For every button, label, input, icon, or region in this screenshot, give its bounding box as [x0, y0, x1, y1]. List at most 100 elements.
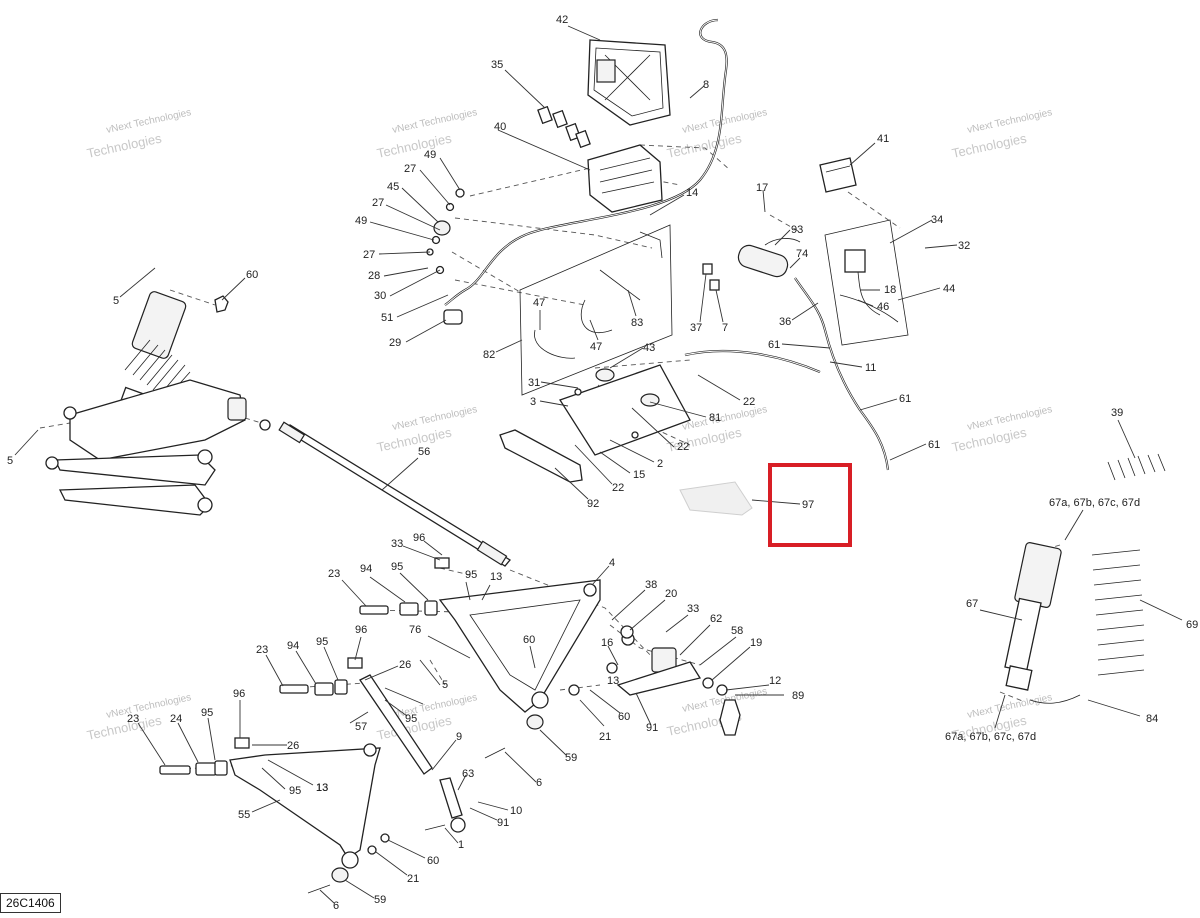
label-27-b[interactable]: 27 [372, 197, 384, 209]
label-83[interactable]: 83 [631, 317, 643, 329]
label-82[interactable]: 82 [483, 349, 495, 361]
label-59-b[interactable]: 59 [374, 894, 386, 906]
label-76[interactable]: 76 [409, 624, 421, 636]
label-23-b[interactable]: 23 [256, 644, 268, 656]
label-67[interactable]: 67 [966, 598, 978, 610]
label-23-c[interactable]: 23 [127, 713, 139, 725]
label-67abcd-top[interactable]: 67a, 67b, 67c, 67d [1049, 497, 1140, 509]
label-12[interactable]: 12 [769, 675, 781, 687]
label-58[interactable]: 58 [731, 625, 743, 637]
label-2[interactable]: 2 [657, 458, 663, 470]
label-24[interactable]: 24 [170, 713, 182, 725]
label-60-d[interactable]: 60 [427, 855, 439, 867]
label-95-b[interactable]: 95 [465, 569, 477, 581]
label-13-c[interactable]: 13 [316, 782, 328, 794]
label-92[interactable]: 92 [587, 498, 599, 510]
label-40[interactable]: 40 [494, 121, 506, 133]
label-60-c[interactable]: 60 [618, 711, 630, 723]
label-56[interactable]: 56 [418, 446, 430, 458]
label-3[interactable]: 3 [530, 396, 536, 408]
label-27-c[interactable]: 27 [363, 249, 375, 261]
highlight-box[interactable] [768, 463, 852, 547]
label-13-d[interactable]: 13 [316, 782, 328, 794]
label-81[interactable]: 81 [709, 412, 721, 424]
label-26-a[interactable]: 26 [399, 659, 411, 671]
label-89[interactable]: 89 [792, 690, 804, 702]
label-9[interactable]: 9 [456, 731, 462, 743]
label-95-d[interactable]: 95 [405, 713, 417, 725]
label-4[interactable]: 4 [609, 557, 615, 569]
label-61-a[interactable]: 61 [768, 339, 780, 351]
label-16[interactable]: 16 [601, 637, 613, 649]
label-69[interactable]: 69 [1186, 619, 1198, 631]
label-5-a[interactable]: 5 [113, 295, 119, 307]
label-17[interactable]: 17 [756, 182, 768, 194]
label-43[interactable]: 43 [643, 342, 655, 354]
label-37[interactable]: 37 [690, 322, 702, 334]
label-97[interactable]: 97 [802, 499, 814, 511]
label-21-a[interactable]: 21 [599, 731, 611, 743]
label-46[interactable]: 46 [877, 301, 889, 313]
label-91-a[interactable]: 91 [646, 722, 658, 734]
label-39[interactable]: 39 [1111, 407, 1123, 419]
label-13-b[interactable]: 13 [607, 675, 619, 687]
label-57[interactable]: 57 [355, 721, 367, 733]
label-96-a[interactable]: 96 [413, 532, 425, 544]
label-1[interactable]: 1 [458, 839, 464, 851]
label-62[interactable]: 62 [710, 613, 722, 625]
label-38[interactable]: 38 [645, 579, 657, 591]
label-32[interactable]: 32 [958, 240, 970, 252]
label-11[interactable]: 11 [865, 362, 876, 374]
label-61-b[interactable]: 61 [899, 393, 911, 405]
label-91-b[interactable]: 91 [497, 817, 509, 829]
label-7[interactable]: 7 [722, 322, 728, 334]
label-6-a[interactable]: 6 [536, 777, 542, 789]
label-29[interactable]: 29 [389, 337, 401, 349]
label-94-a[interactable]: 94 [360, 563, 372, 575]
label-14[interactable]: 14 [686, 187, 698, 199]
label-5-c[interactable]: 5 [442, 679, 448, 691]
label-28[interactable]: 28 [368, 270, 380, 282]
label-74[interactable]: 74 [796, 248, 808, 260]
label-49-bottom[interactable]: 49 [355, 215, 367, 227]
label-22-a[interactable]: 22 [743, 396, 755, 408]
label-6-b[interactable]: 6 [333, 900, 339, 912]
label-20[interactable]: 20 [665, 588, 677, 600]
label-61-c[interactable]: 61 [928, 439, 940, 451]
label-95-e[interactable]: 95 [201, 707, 213, 719]
label-15[interactable]: 15 [633, 469, 645, 481]
label-10[interactable]: 10 [510, 805, 522, 817]
label-95-a[interactable]: 95 [391, 561, 403, 573]
label-63[interactable]: 63 [462, 768, 474, 780]
label-93[interactable]: 93 [791, 224, 803, 236]
label-94-b[interactable]: 94 [287, 640, 299, 652]
label-5-b[interactable]: 5 [7, 455, 13, 467]
label-96-c[interactable]: 96 [233, 688, 245, 700]
label-26-b[interactable]: 26 [287, 740, 299, 752]
label-13-a[interactable]: 13 [490, 571, 502, 583]
label-59-a[interactable]: 59 [565, 752, 577, 764]
label-42[interactable]: 42 [556, 14, 568, 26]
label-95-c[interactable]: 95 [316, 636, 328, 648]
label-84[interactable]: 84 [1146, 713, 1158, 725]
label-22-b[interactable]: 22 [677, 441, 689, 453]
label-95-f[interactable]: 95 [289, 785, 301, 797]
label-21-b[interactable]: 21 [407, 873, 419, 885]
label-30[interactable]: 30 [374, 290, 386, 302]
label-55[interactable]: 55 [238, 809, 250, 821]
label-35[interactable]: 35 [491, 59, 503, 71]
label-60-a[interactable]: 60 [246, 269, 258, 281]
label-49-top[interactable]: 49 [424, 149, 436, 161]
label-47-b[interactable]: 47 [590, 341, 602, 353]
label-47-a[interactable]: 47 [533, 297, 545, 309]
label-27-a[interactable]: 27 [404, 163, 416, 175]
label-23-a[interactable]: 23 [328, 568, 340, 580]
label-34[interactable]: 34 [931, 214, 943, 226]
label-19[interactable]: 19 [750, 637, 762, 649]
label-31[interactable]: 31 [528, 377, 540, 389]
label-45[interactable]: 45 [387, 181, 399, 193]
label-36[interactable]: 36 [779, 316, 791, 328]
label-41[interactable]: 41 [877, 133, 889, 145]
label-60-b[interactable]: 60 [523, 634, 535, 646]
label-22-c[interactable]: 22 [612, 482, 624, 494]
